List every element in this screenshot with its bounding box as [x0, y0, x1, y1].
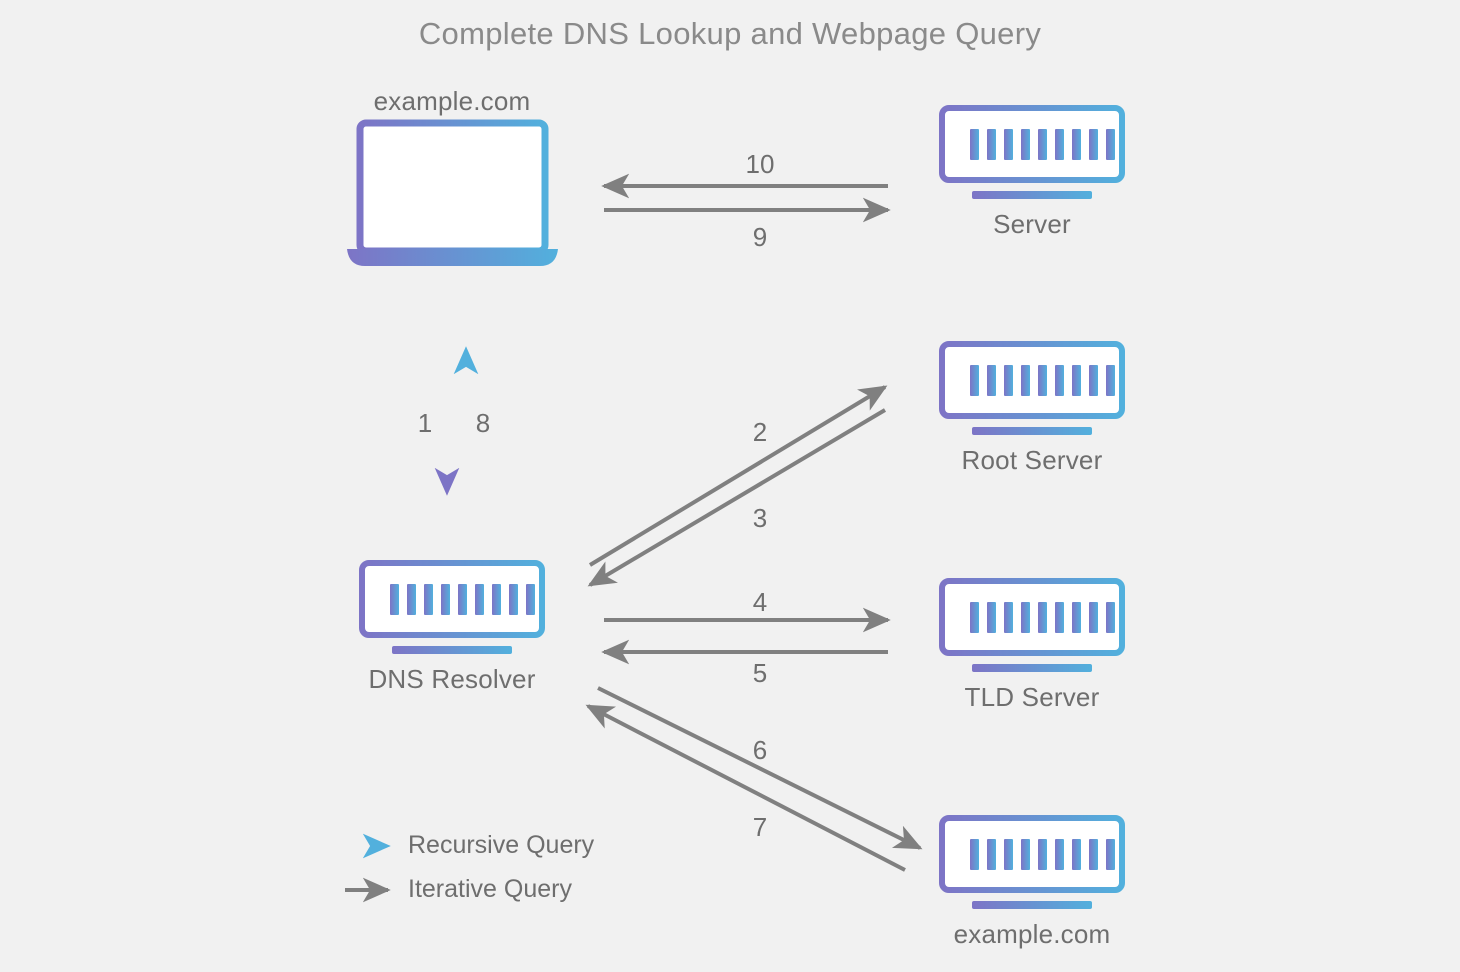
- node-label-web-server: Server: [993, 209, 1071, 239]
- legend-label-iterative: Iterative Query: [408, 875, 572, 903]
- step-number-10: 10: [745, 149, 775, 179]
- step-number-6: 6: [752, 735, 768, 765]
- node-label-authoritative-server: example.com: [953, 919, 1111, 949]
- server-icon-tld: [942, 581, 1122, 672]
- legend-label-recursive: Recursive Query: [408, 831, 595, 859]
- node-label-resolver: DNS Resolver: [368, 664, 536, 694]
- step-number-9: 9: [752, 222, 768, 252]
- server-icon-authoritative: [942, 818, 1122, 909]
- step-number-1: 1: [417, 408, 433, 438]
- server-icon-resolver: [362, 563, 542, 654]
- node-label-client: example.com: [373, 86, 531, 116]
- server-icon-root: [942, 344, 1122, 435]
- step-number-3: 3: [752, 503, 768, 533]
- arrow-step-6: [585, 704, 906, 872]
- arrow-step-2: [588, 385, 888, 567]
- laptop-icon: [347, 119, 558, 266]
- step-number-5: 5: [752, 658, 768, 688]
- arrow-step-3: [587, 408, 887, 587]
- step-number-4: 4: [752, 587, 768, 617]
- node-label-root-server: Root Server: [961, 445, 1103, 475]
- step-number-7: 7: [752, 812, 768, 842]
- server-icon-web: [942, 108, 1122, 199]
- node-label-tld-server: TLD Server: [964, 682, 1100, 712]
- page-title: Complete DNS Lookup and Webpage Query: [418, 16, 1042, 51]
- step-number-2: 2: [752, 417, 768, 447]
- arrow-step-7: [597, 686, 923, 850]
- step-number-8: 8: [475, 408, 491, 438]
